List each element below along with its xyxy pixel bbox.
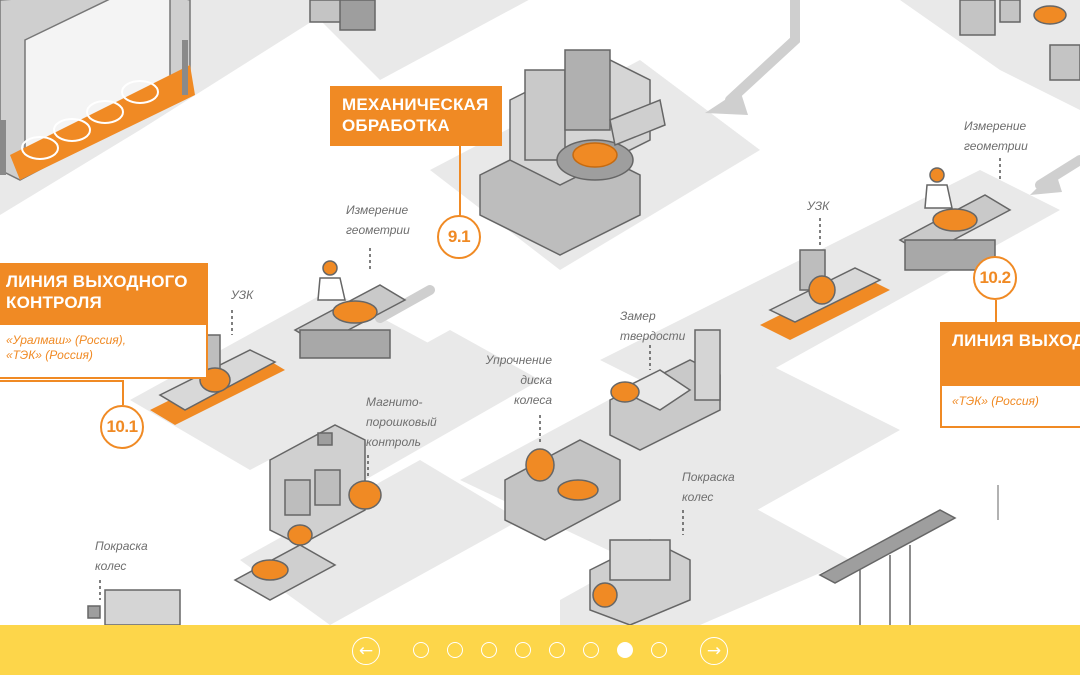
uzk-station-right (760, 249, 890, 340)
pagination-dot[interactable] (651, 642, 667, 658)
suppliers-left: «Уралмаш» (Россия), «ТЭК» (Россия) (0, 323, 208, 379)
connector-10-2 (995, 300, 997, 322)
hardness-station (609, 329, 721, 451)
next-arrow-button[interactable]: → (700, 637, 728, 665)
label-hardening: Упрочнение диска колеса (485, 353, 552, 407)
section-output-control-left-title: ЛИНИЯ ВЫХОДНОГО КОНТРОЛЯ (0, 263, 208, 323)
pagination-dot[interactable] (549, 642, 565, 658)
geometry-station-right (898, 167, 1012, 271)
slide-navigation: ← → (0, 625, 1080, 675)
label-leaders (99, 158, 1001, 600)
flow-arrowhead-1 (705, 90, 748, 115)
flow-arrow-3 (375, 285, 435, 323)
label-paint-right: Покраска колес (682, 470, 735, 504)
platform-left-bottom (240, 460, 520, 625)
connector-10-1-v (122, 380, 124, 405)
section-number-9-1: 9.1 (437, 215, 481, 259)
flow-arrowhead-2 (1030, 170, 1062, 195)
painting-station-right (589, 539, 691, 625)
pagination-dot[interactable] (413, 642, 429, 658)
label-magnetic-control: Магнито- порошковый контроль (366, 395, 437, 449)
section-output-control-right-title: ЛИНИЯ ВЫХОДНОГО КОНТРОЛЯ (940, 322, 1080, 384)
label-geometry-right: Измерение геометрии (964, 119, 1028, 153)
connector-10-1-h (0, 380, 124, 382)
flow-arrow-1 (725, 0, 800, 105)
section-machining-title: МЕХАНИЧЕСКАЯ ОБРАБОТКА (330, 86, 502, 146)
diagram-artwork (0, 0, 1080, 625)
pagination-dot[interactable] (481, 642, 497, 658)
label-paint-left: Покраска колес (95, 539, 148, 573)
section-number-10-1: 10.1 (100, 405, 144, 449)
machining-center (479, 49, 666, 256)
top-machines (309, 0, 1080, 81)
pagination-dot[interactable] (447, 642, 463, 658)
section-number-10-2: 10.2 (973, 256, 1017, 300)
prev-arrow-button[interactable]: ← (352, 637, 380, 665)
label-uzk-left: УЗК (231, 288, 254, 302)
label-hardness: Замер твердости (620, 309, 686, 343)
painting-station-left (87, 524, 337, 625)
geometry-station-left (293, 260, 407, 359)
hardening-station (504, 439, 621, 541)
label-uzk-right: УЗК (807, 199, 830, 213)
platform-top-right (900, 0, 1080, 110)
overhead-crane (818, 485, 999, 625)
label-geometry-left: Измерение геометрии (346, 203, 410, 237)
heat-treatment-oven (0, 0, 195, 181)
suppliers-right: «ТЭК» (Россия) (940, 384, 1080, 428)
pagination-dot[interactable] (583, 642, 599, 658)
production-diagram: МЕХАНИЧЕСКАЯ ОБРАБОТКА 9.1 ЛИНИЯ ВЫХОДНО… (0, 0, 1080, 625)
pagination-dot[interactable] (617, 642, 633, 658)
magnetic-control-station (269, 424, 382, 546)
pagination-dot[interactable] (515, 642, 531, 658)
connector-9-1 (459, 146, 461, 216)
